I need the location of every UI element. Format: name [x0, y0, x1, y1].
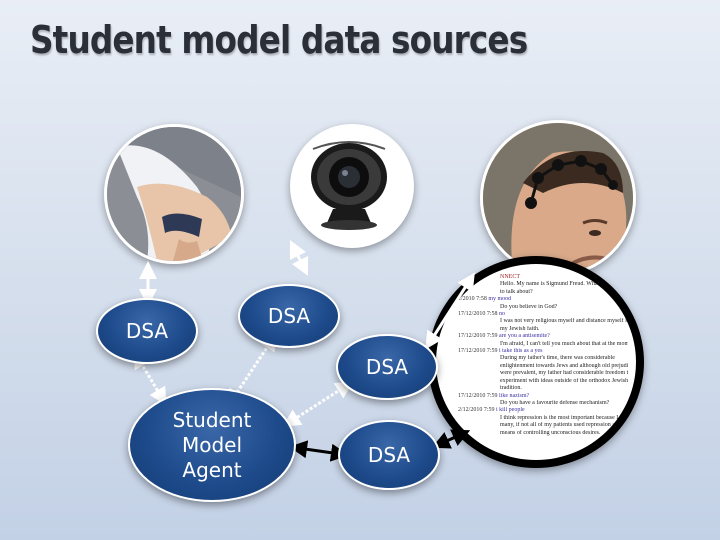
wristband-photo [104, 124, 244, 264]
dsa-oval-chat: DSA [338, 420, 440, 490]
dsa-label: DSA [367, 443, 411, 467]
dsa-oval-wristband: DSA [96, 298, 198, 364]
chat-message: my mood [488, 296, 512, 303]
arrow-dsa4-chat [431, 429, 471, 449]
chat-message: tradition. [500, 385, 522, 392]
chat-message: NNECT [500, 274, 520, 280]
chat-line: many, if not all of my patients used rep… [458, 422, 628, 429]
agent-label: Student Model Agent [172, 407, 252, 482]
chat-line: were prevalent, my father had considerab… [458, 370, 628, 377]
chat-message: Hello. My name is Sigmund Freud. What wo… [500, 281, 621, 288]
chat-timestamp: 17/12/2010 7:59 [458, 392, 500, 399]
chat-message: means of controlling unconscious desires… [500, 429, 601, 436]
chat-message: many, if not all of my patients used rep… [500, 422, 622, 429]
chat-line: 17/12/2010 7:59 like nazism? [458, 393, 628, 400]
chat-line: Do you have a favourite defense mechanis… [458, 400, 628, 407]
chat-line: I think repression is the most important… [458, 415, 628, 422]
chat-message: like nazism? [499, 392, 530, 399]
chat-timestamp: 17/12/2010 7:59 [458, 333, 500, 340]
chat-line: Hello. My name is Sigmund Freud. What wo… [458, 281, 628, 288]
chat-line: 17/12/2010 7:59 i take this as a yes [458, 348, 628, 355]
chat-message: I'm afraid, I can't tell you much about … [500, 340, 628, 347]
chat-line: I'm afraid, I can't tell you much about … [458, 341, 628, 348]
chat-line: my Jewish faith. [458, 326, 628, 333]
chat-line: experiment with ideas outside of the ort… [458, 378, 628, 385]
arrow-dsa3-agent [282, 381, 354, 427]
chat-message: Do you believe in God? [500, 303, 558, 310]
chat-message: Do you have a favourite defense mechanis… [500, 399, 610, 406]
chat-line: tradition. [458, 385, 628, 392]
webcam-photo [290, 124, 414, 248]
dsa-oval-webcam: DSA [238, 284, 340, 348]
chat-line: 17/12/2010 7:59 are you a antisemite? [458, 333, 628, 340]
chat-message: no [499, 311, 506, 318]
chat-message: I think repression is the most important… [500, 414, 628, 421]
chat-line: NNECT [458, 274, 628, 281]
chat-message: During my father's time, there was consi… [500, 355, 615, 362]
chat-line: enlightenment towards Jews and although … [458, 363, 628, 370]
chat-message: to talk about? [500, 288, 533, 295]
chat-line: to talk about? [458, 289, 628, 296]
chat-message: are you a antisemite? [499, 333, 550, 340]
chat-line: 17/12/2010 7:58 no [458, 311, 628, 318]
slide-title: Student model data sources [30, 18, 528, 62]
chat-line: means of controlling unconscious desires… [458, 430, 628, 437]
chat-line: I was not very religious myself and dist… [458, 318, 628, 325]
chat-timestamp: 2/12/2010 7:59 [458, 407, 497, 414]
dsa-label: DSA [125, 319, 169, 343]
chat-message: experiment with ideas outside of the ort… [500, 377, 628, 384]
chat-message: my Jewish faith. [500, 325, 540, 332]
chat-message: enlightenment towards Jews and although … [500, 362, 628, 369]
chat-line: During my father's time, there was consi… [458, 355, 628, 362]
arrow-dsa1-agent [133, 350, 167, 406]
chat-line: Do you believe in God? [458, 304, 628, 311]
chat-line: 2/12/2010 7:59 i kill people [458, 407, 628, 414]
arrow-agent-dsa4 [289, 440, 349, 462]
arrow-eeg-dsa [425, 272, 475, 350]
eeg-headset-photo [480, 120, 636, 276]
dsa-label: DSA [365, 355, 409, 379]
arrow-cam-dsa [289, 239, 309, 277]
student-model-agent-oval: Student Model Agent [128, 388, 296, 502]
chat-timestamp: 17/12/2010 7:59 [458, 348, 500, 355]
chat-message: were prevalent, my father had considerab… [500, 370, 628, 377]
chat-message: i take this as a yes [499, 348, 543, 355]
chat-message: I was not very religious myself and dist… [500, 318, 628, 325]
dsa-oval-eeg: DSA [336, 334, 438, 400]
chat-message: i kill people [496, 407, 525, 414]
dsa-label: DSA [267, 304, 311, 328]
chat-timestamp: 17/12/2010 7:58 [458, 311, 500, 318]
